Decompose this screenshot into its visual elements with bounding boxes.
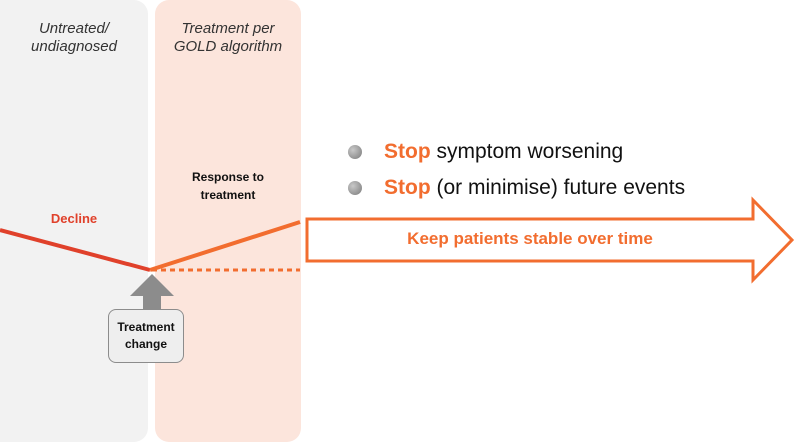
treatment-title-line1: Treatment per bbox=[181, 20, 275, 37]
bullet-list: Stop symptom worsening Stop (or minimise… bbox=[344, 138, 685, 210]
response-label-line1: Response to bbox=[191, 170, 264, 184]
untreated-panel-title: Untreated/ undiagnosed bbox=[0, 20, 148, 56]
untreated-title-line1: Untreated/ bbox=[38, 20, 110, 37]
bullet-text: (or minimise) future events bbox=[430, 176, 686, 199]
decline-line bbox=[0, 228, 151, 272]
stable-arrow-label: Keep patients stable over time bbox=[407, 229, 653, 248]
untreated-title-line2: undiagnosed bbox=[31, 38, 117, 55]
bullet-highlight: Stop bbox=[384, 140, 431, 163]
up-arrow-icon bbox=[130, 274, 174, 309]
treatment-change-line1: Treatment bbox=[117, 320, 175, 334]
decline-label: Decline bbox=[50, 211, 98, 226]
stable-arrow-shape bbox=[305, 196, 795, 284]
untreated-panel: Untreated/ undiagnosed bbox=[0, 0, 148, 442]
bullet-highlight: Stop bbox=[384, 176, 431, 199]
response-label: Response to treatment bbox=[155, 168, 301, 204]
bullet-text: symptom worsening bbox=[430, 140, 624, 163]
treatment-change-line2: change bbox=[124, 337, 167, 351]
treatment-change-box: Treatment change bbox=[108, 309, 184, 363]
bullet-dot-icon bbox=[348, 145, 362, 159]
bullet-dot-icon bbox=[348, 181, 362, 195]
treatment-title-line2: GOLD algorithm bbox=[173, 38, 283, 55]
response-label-line2: treatment bbox=[200, 188, 256, 202]
bullet-item: Stop (or minimise) future events bbox=[344, 174, 685, 210]
response-line bbox=[149, 220, 301, 272]
bullet-item: Stop symptom worsening bbox=[344, 138, 685, 174]
treatment-panel-title: Treatment per GOLD algorithm bbox=[155, 20, 301, 56]
treatment-panel: Treatment per GOLD algorithm bbox=[155, 0, 301, 442]
